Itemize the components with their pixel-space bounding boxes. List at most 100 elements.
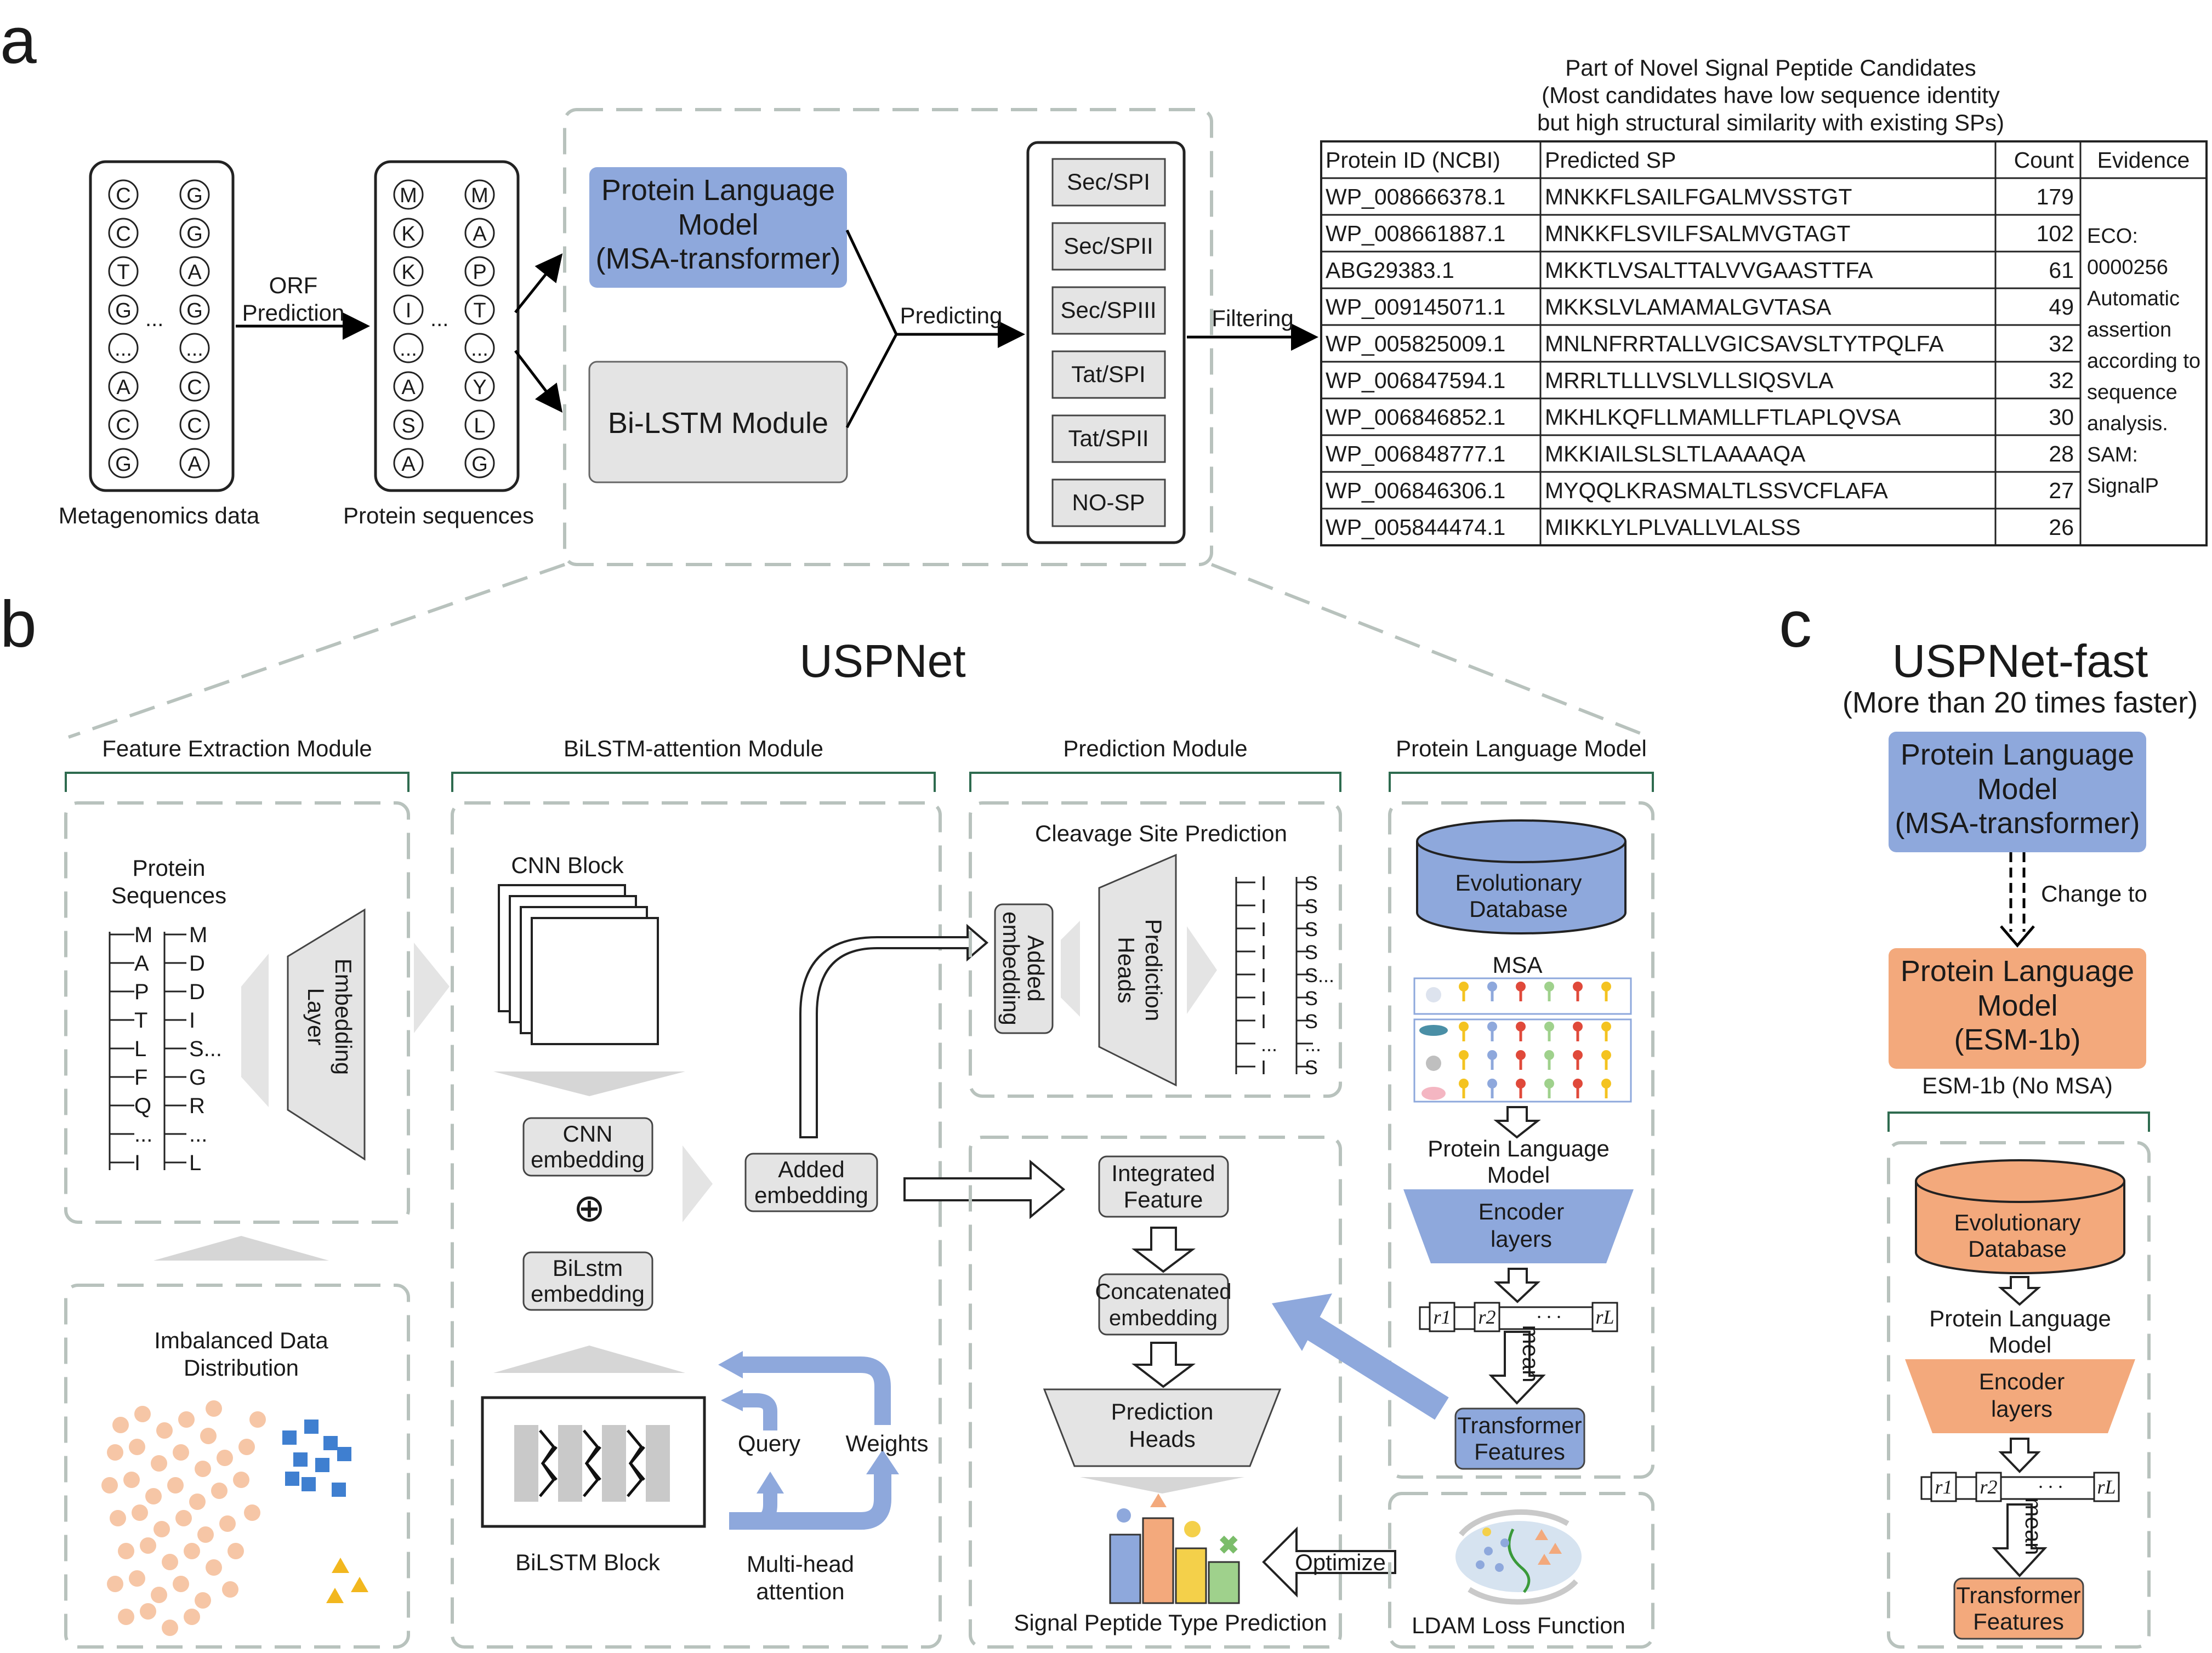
protein-id-cell: WP_006846306.1: [1326, 478, 1505, 503]
majority-dot: [101, 1477, 118, 1494]
concatenated-line1: Concatenated: [1095, 1280, 1231, 1304]
optimize-arrow: [1262, 1526, 1396, 1598]
uspnet-title: USPNet: [799, 635, 965, 687]
class-box: [1051, 350, 1166, 399]
rare-triangle: [326, 1588, 344, 1603]
msa-mark-head: [1544, 1079, 1554, 1088]
protein-id-cell: WP_008661887.1: [1326, 221, 1505, 246]
predicted-sp-cell: MYQQLKRASMALTLSSVCFLAFA: [1545, 478, 1888, 503]
embedding-layer-line1: Embedding: [331, 959, 356, 1075]
cleavage-residue-left: I: [1261, 1010, 1266, 1033]
tree-residue: R: [189, 1094, 205, 1118]
amino-acid-circle: [464, 371, 495, 402]
token-label: · · ·: [2038, 1476, 2063, 1498]
amino-acid-letter: I: [406, 299, 412, 322]
amino-acid-letter: M: [471, 184, 488, 207]
cleavage-residue-left: ...: [1261, 1033, 1277, 1056]
c-plm-msa-box: [1889, 732, 2146, 852]
majority-dot: [153, 1521, 170, 1537]
msa-mark-head: [1516, 982, 1526, 991]
majority-dot: [112, 1417, 129, 1433]
attention-arrow-weights: [729, 1469, 891, 1530]
evidence-line: Automatic: [2087, 287, 2180, 310]
metagenomics-ellipsis: ...: [145, 307, 163, 331]
optimize-label: Optimize: [1295, 1549, 1386, 1575]
class-label: Tat/SPI: [1071, 361, 1145, 387]
token-label: r1: [1433, 1306, 1451, 1328]
tree-residue: D: [189, 980, 205, 1004]
count-cell: 32: [2049, 331, 2074, 356]
cnn-block-label: CNN Block: [511, 852, 624, 878]
table-title-1: Part of Novel Signal Peptide Candidates: [1565, 55, 1976, 81]
cleavage-heads-line1: Prediction: [1141, 919, 1167, 1022]
tree-residue: G: [189, 1065, 206, 1090]
c-plm-msa-line2: Model: [1977, 773, 2057, 806]
dna-base-letter: ...: [115, 338, 132, 361]
msa-mark-head: [1487, 1022, 1497, 1031]
plm-down-arrow-1: [1493, 1106, 1541, 1139]
cleavage-added-line1: Added: [1023, 935, 1049, 1001]
classes-box: [1026, 141, 1186, 544]
majority-dot: [211, 1483, 228, 1499]
cnn-embedding-line2: embedding: [531, 1147, 645, 1172]
bilstm-embedding-line1: BiLstm: [553, 1255, 623, 1281]
dna-base-letter: G: [115, 453, 132, 476]
esm-caption: ESM-1b (No MSA): [1922, 1073, 2113, 1098]
model-container: [563, 108, 1213, 566]
majority-dot: [110, 1510, 126, 1526]
protein-id-cell: WP_006847594.1: [1326, 368, 1505, 393]
multihead-line2: attention: [756, 1578, 844, 1604]
msa-mark-head: [1601, 1079, 1611, 1088]
dna-base-letter: C: [116, 414, 130, 437]
tree-residue: I: [134, 1151, 140, 1175]
protein-id-cell: WP_005844474.1: [1326, 515, 1505, 540]
msa-mark-head: [1459, 1022, 1469, 1031]
evidence-line: according to: [2087, 350, 2200, 373]
amino-acid-circle: [464, 218, 495, 248]
majority-dot: [189, 1494, 206, 1510]
cleavage-residue-right: ...: [1305, 1033, 1321, 1056]
majority-dot: [123, 1472, 140, 1488]
count-cell: 32: [2049, 368, 2074, 393]
tree-residue: A: [134, 951, 149, 976]
encoder-line2: layers: [1491, 1226, 1552, 1252]
grey-chevron-5: [1187, 926, 1217, 1014]
table-title-3: but high structural similarity with exis…: [1537, 110, 2004, 135]
dna-base-circle: [179, 256, 210, 287]
msa-mark-head: [1459, 1050, 1469, 1060]
dna-base-letter: C: [187, 376, 202, 399]
minority-square: [304, 1420, 319, 1434]
dna-base-circle: [108, 294, 139, 325]
dna-base-letter: A: [187, 261, 202, 284]
amino-acid-letter: A: [401, 453, 416, 476]
majority-dot: [140, 1537, 156, 1554]
amino-acid-letter: K: [401, 223, 415, 246]
tree-residue: M: [134, 923, 152, 947]
cnn-embedding-box: [522, 1117, 653, 1177]
panel-label-a: a: [0, 4, 37, 77]
cleavage-residue-left: I: [1261, 872, 1266, 894]
token-label: rL: [2097, 1476, 2116, 1498]
class-label: Sec/SPIII: [1060, 297, 1156, 323]
type-prediction-box: [969, 1136, 1342, 1649]
change-arrowhead: [2000, 925, 2035, 948]
majority-dot: [140, 1603, 156, 1620]
msa-mark-head: [1487, 1050, 1497, 1060]
amino-acid-letter: Y: [473, 376, 486, 399]
table-header: Predicted SP: [1545, 147, 1676, 173]
count-cell: 179: [2037, 184, 2074, 209]
arrow-to-plm: [514, 253, 563, 314]
protein-ellipsis: ...: [430, 307, 448, 331]
rare-triangle: [351, 1577, 368, 1592]
predicted-sp-cell: MKKIAILSLSLTLAAAAQA: [1545, 441, 1806, 466]
amino-acid-letter: P: [473, 261, 486, 284]
c-evo-db-top: [1915, 1159, 2125, 1203]
majority-dot: [118, 1609, 134, 1625]
dna-base-letter: C: [187, 414, 202, 437]
protein-id-cell: WP_009145071.1: [1326, 294, 1505, 320]
amino-acid-circle: [464, 448, 495, 478]
